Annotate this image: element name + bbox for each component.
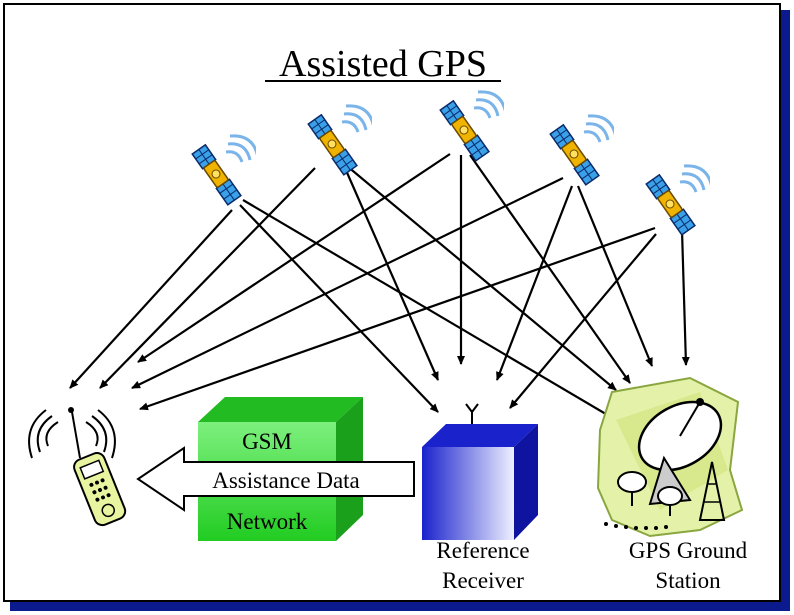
reference-receiver-box	[422, 403, 538, 540]
mobile-phone-icon	[28, 407, 127, 527]
ref-box-top	[422, 424, 538, 447]
satellite-4	[548, 114, 614, 187]
network-label: Network	[227, 509, 308, 534]
gsm-label: GSM	[242, 429, 292, 454]
diagram-title: Assisted GPS	[279, 43, 487, 85]
satellite-5	[644, 164, 710, 237]
gsm-box-top	[198, 397, 363, 422]
signal-arrows	[69, 153, 690, 421]
assistance-data-arrow: Assistance Data	[136, 446, 415, 512]
satellite-2	[306, 104, 372, 177]
satellite-dish-icon	[596, 376, 744, 538]
reference-receiver-label-line2: Receiver	[442, 568, 524, 593]
assistance-data-label: Assistance Data	[212, 468, 360, 493]
satellite-1	[190, 134, 256, 207]
ground-station-label-line2: Station	[655, 568, 721, 593]
satellite-3	[438, 90, 504, 163]
ground-station-label-line1: GPS Ground	[629, 538, 748, 563]
reference-receiver-label-line1: Reference	[436, 538, 529, 563]
ref-box-side	[514, 424, 538, 540]
ref-box-front	[422, 447, 514, 540]
